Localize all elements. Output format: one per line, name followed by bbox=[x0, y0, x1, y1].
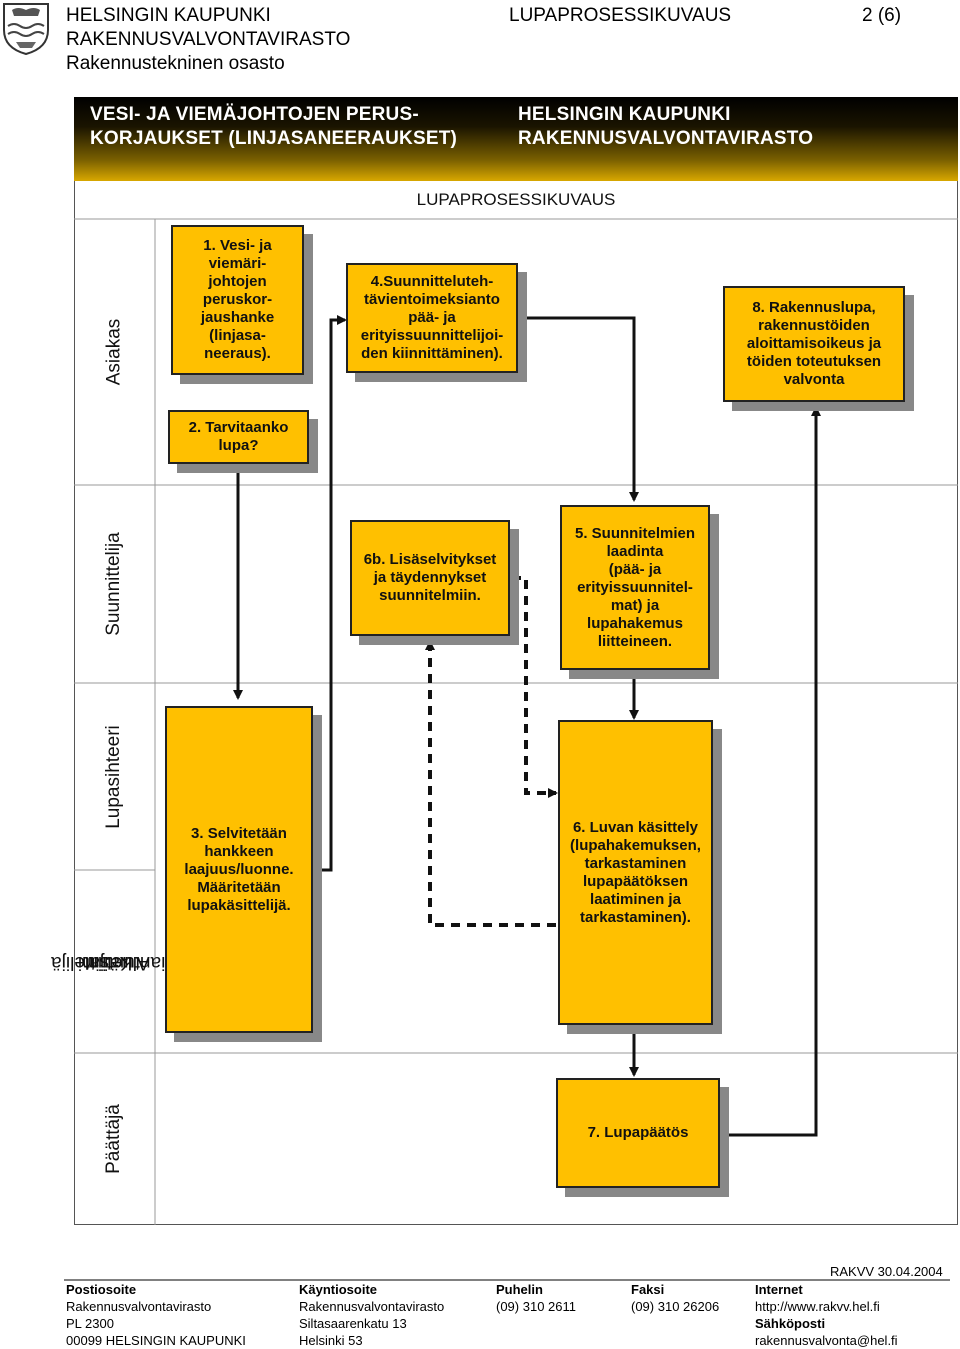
org-department: RAKENNUSVALVONTAVIRASTO bbox=[66, 29, 351, 50]
banner-right-line2: RAKENNUSVALVONTAVIRASTO bbox=[518, 128, 814, 149]
org-name: HELSINGIN KAUPUNKI bbox=[66, 5, 271, 26]
step-6-box: 6. Luvan käsittely(lupahakemuksen,tarkas… bbox=[558, 720, 713, 1025]
diagram-subtitle: LUPAPROSESSIKUVAUS bbox=[416, 190, 616, 209]
org-section: Rakennustekninen osasto bbox=[66, 53, 285, 74]
website-link[interactable]: http://www.rakvv.hel.fi bbox=[755, 1299, 880, 1314]
banner-left-line2: KORJAUKSET (LINJASANEERAUKSET) bbox=[90, 128, 458, 149]
footer-col-postiosoite: Postiosoite Rakennusvalvontavirasto PL 2… bbox=[66, 1282, 246, 1348]
helsinki-crest-logo bbox=[3, 3, 49, 56]
document-title: LUPAPROSESSIKUVAUS bbox=[509, 5, 732, 26]
banner-left-line1: VESI- JA VIEMÄJOHTOJEN PERUS- bbox=[90, 104, 419, 125]
page-number: 2 (6) bbox=[862, 5, 902, 26]
footer-col-puhelin: Puhelin (09) 310 2611 bbox=[496, 1282, 576, 1314]
email-link[interactable]: rakennusvalvonta@hel.fi bbox=[755, 1333, 898, 1348]
footer-col-kayntiosoite: Käyntiosoite Rakennusvalvontavirasto Sil… bbox=[299, 1282, 445, 1348]
diagram-banner: VESI- JA VIEMÄJOHTOJEN PERUS- KORJAUKSET… bbox=[74, 97, 958, 181]
step-7-box: 7. Lupapäätös bbox=[556, 1078, 720, 1188]
document-reference: RAKVV 30.04.2004 bbox=[830, 1264, 943, 1279]
footer-col-internet: Internet http://www.rakvv.hel.fi Sähköpo… bbox=[755, 1282, 898, 1348]
banner-right-line1: HELSINGIN KAUPUNKI bbox=[518, 104, 731, 125]
footer-col-faksi: Faksi (09) 310 26206 bbox=[631, 1282, 720, 1314]
